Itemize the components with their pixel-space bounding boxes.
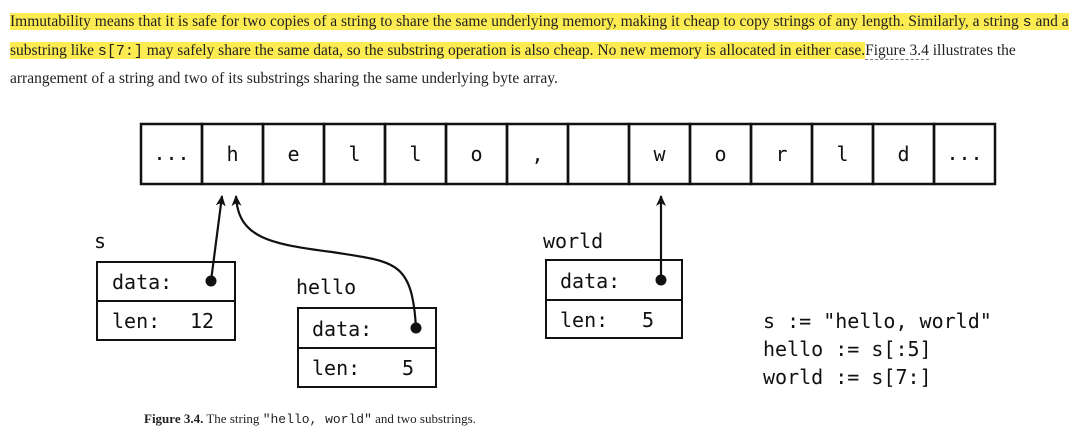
byte-cell	[566, 122, 631, 186]
text-run: illustrates the arrangement of a string …	[10, 41, 1016, 88]
text-run: Immutability means that it is safe for t…	[10, 13, 1023, 30]
byte-cell-char: l	[836, 142, 848, 166]
byte-cell-char: o	[470, 142, 482, 166]
hello-pointer-arrow	[231, 195, 418, 329]
text-run: may safely share the same data, so the s…	[142, 41, 866, 59]
s-len-label: len:	[112, 309, 160, 333]
byte-cell-char: d	[897, 142, 909, 166]
code-line-2: hello := s[:5]	[763, 337, 932, 361]
byte-cell-char: l	[348, 142, 360, 166]
byte-cell-char: e	[287, 142, 299, 166]
byte-cell-char: o	[714, 142, 726, 166]
caption-code: "hello, world"	[262, 412, 372, 427]
inline-code: s[7:]	[97, 42, 143, 60]
s-len-value: 12	[190, 309, 214, 333]
text-run: and a substring like	[10, 13, 1069, 59]
caption-label: Figure 3.4.	[144, 411, 204, 426]
hello-data-label: data:	[312, 317, 372, 341]
code-line-3: world := s[7:]	[763, 365, 932, 389]
byte-cell-char: ...	[946, 141, 982, 165]
figure-link[interactable]: Figure 3.4	[865, 41, 929, 60]
byte-cell	[932, 122, 997, 186]
hello-len-value: 5	[402, 356, 414, 380]
hello-len-label: len:	[312, 356, 360, 380]
byte-cell-char: h	[226, 142, 238, 166]
world-len-value: 5	[642, 308, 654, 332]
byte-cell-char: ...	[153, 141, 189, 165]
byte-cell-char: ,	[531, 142, 543, 166]
s-pointer-arrow	[209, 195, 226, 282]
byte-array: ... h e l l o, w o r l d...	[139, 122, 997, 186]
s-data-label: data:	[112, 270, 172, 294]
code-line-1: s := "hello, world"	[763, 309, 992, 333]
caption-text: and two substrings.	[371, 411, 476, 426]
figure-caption: Figure 3.4. The string "hello, world" an…	[144, 411, 476, 427]
hello-var-name: hello	[296, 275, 356, 299]
caption-text: The string	[203, 411, 263, 426]
inline-code: s	[1022, 14, 1032, 31]
world-data-label: data:	[560, 269, 620, 293]
s-var-name: s	[94, 229, 106, 253]
byte-cell-char: l	[409, 142, 421, 166]
byte-cell-char: r	[775, 142, 787, 166]
byte-cell-char: w	[653, 142, 666, 166]
body-paragraph: Immutability means that it is safe for t…	[10, 8, 1078, 93]
world-len-label: len:	[560, 308, 608, 332]
world-var-name: world	[543, 229, 603, 253]
